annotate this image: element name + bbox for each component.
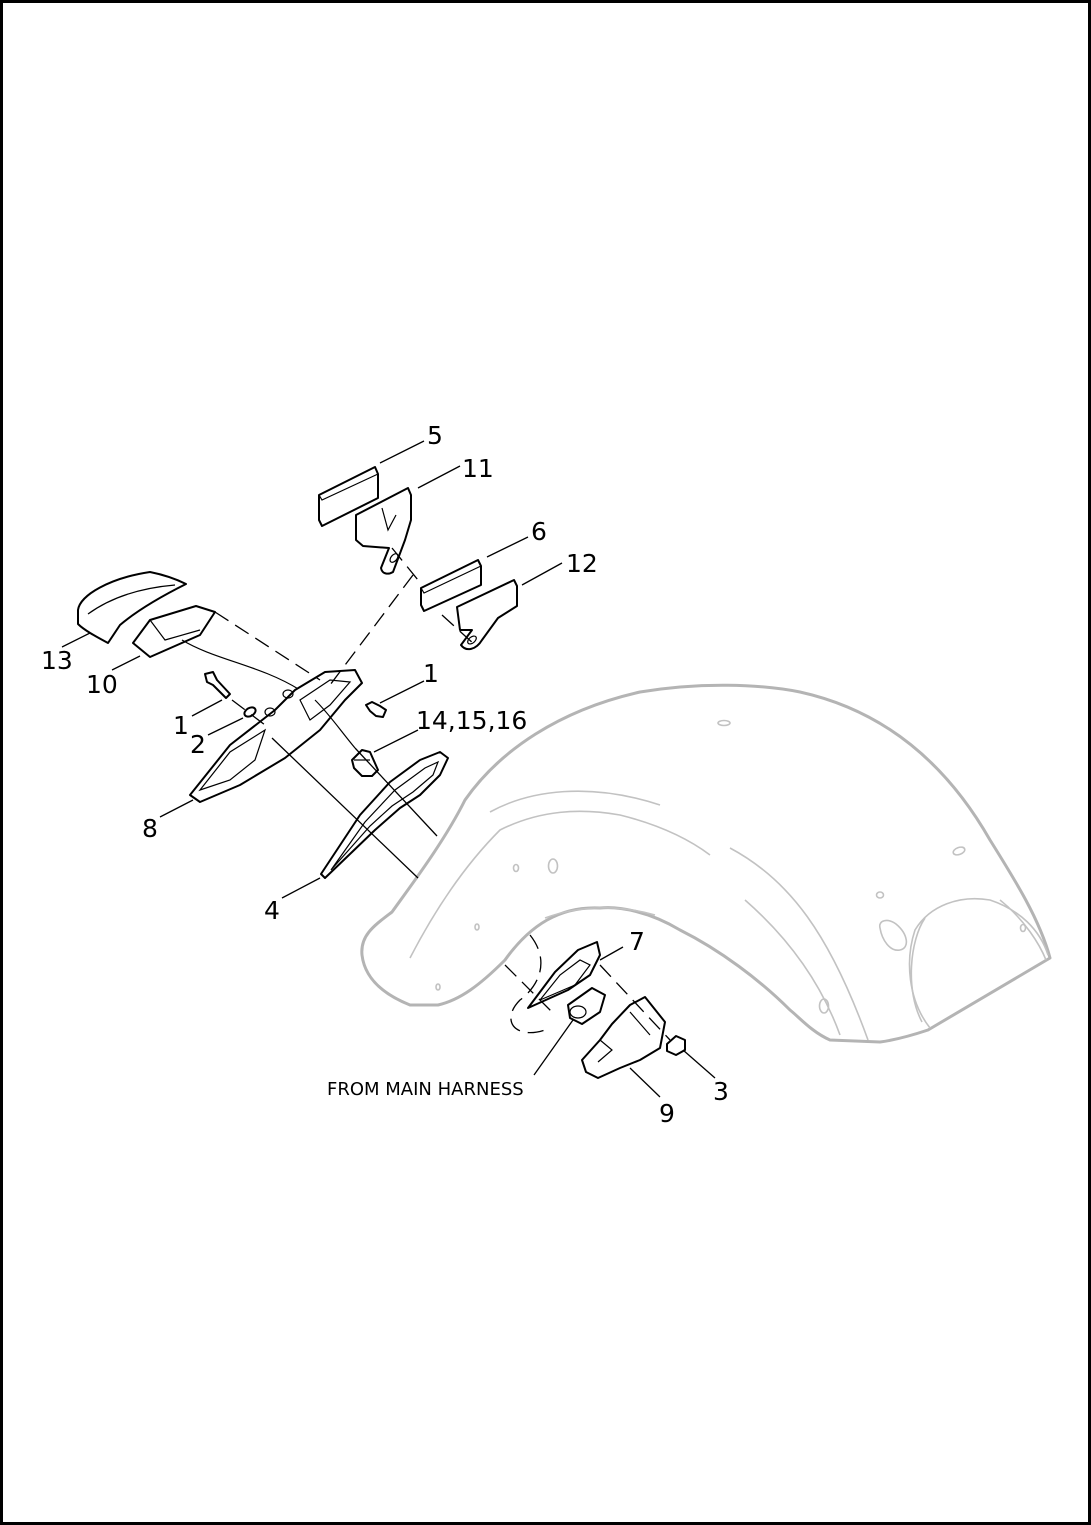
part-7-lower-mount <box>527 941 601 1009</box>
callout-7: 7 <box>629 927 645 956</box>
part-8-tail-lamp-housing <box>189 669 363 803</box>
part-12-bracket <box>456 579 518 651</box>
harness-connector <box>567 987 606 1025</box>
callout-8: 8 <box>142 814 158 843</box>
leader-lines <box>61 440 716 1098</box>
alignment-lines <box>271 737 574 1076</box>
callout-13: 13 <box>41 646 73 675</box>
part-4-gasket <box>320 751 449 879</box>
callout-10: 10 <box>86 670 118 699</box>
callout-5: 5 <box>427 421 443 450</box>
callout-6: 6 <box>531 517 547 546</box>
part-1-screw-right <box>365 701 387 718</box>
part-3-nut <box>666 1035 686 1056</box>
callout-11: 11 <box>462 454 494 483</box>
callout-4: 4 <box>264 896 280 925</box>
callout-9: 9 <box>659 1099 675 1128</box>
assembly-dashed-lines <box>214 547 671 1041</box>
callout-3: 3 <box>713 1077 729 1106</box>
callout-labels: 5 11 6 12 13 10 1 14,15,16 1 2 8 4 7 3 9… <box>41 421 729 1128</box>
part-6-reflector <box>420 559 482 612</box>
part-13-lens-cover <box>77 571 187 644</box>
part-2-washer <box>243 706 257 718</box>
from-main-harness-note: FROM MAIN HARNESS <box>327 1079 524 1100</box>
exploded-parts-diagram: 5 11 6 12 13 10 1 14,15,16 1 2 8 4 7 3 9… <box>41 421 1052 1128</box>
callout-1-right-screw: 1 <box>423 659 439 688</box>
callout-1-upper-screw: 1 <box>173 711 189 740</box>
callout-2: 2 <box>190 730 206 759</box>
rear-fender <box>360 683 1052 1044</box>
part-14-15-16-connector <box>351 749 379 777</box>
part-9-cover <box>581 996 666 1079</box>
part-1-screw-upper <box>204 671 231 699</box>
callout-12: 12 <box>566 549 598 578</box>
callout-14-15-16: 14,15,16 <box>416 706 527 735</box>
part-5-reflector <box>318 466 379 527</box>
